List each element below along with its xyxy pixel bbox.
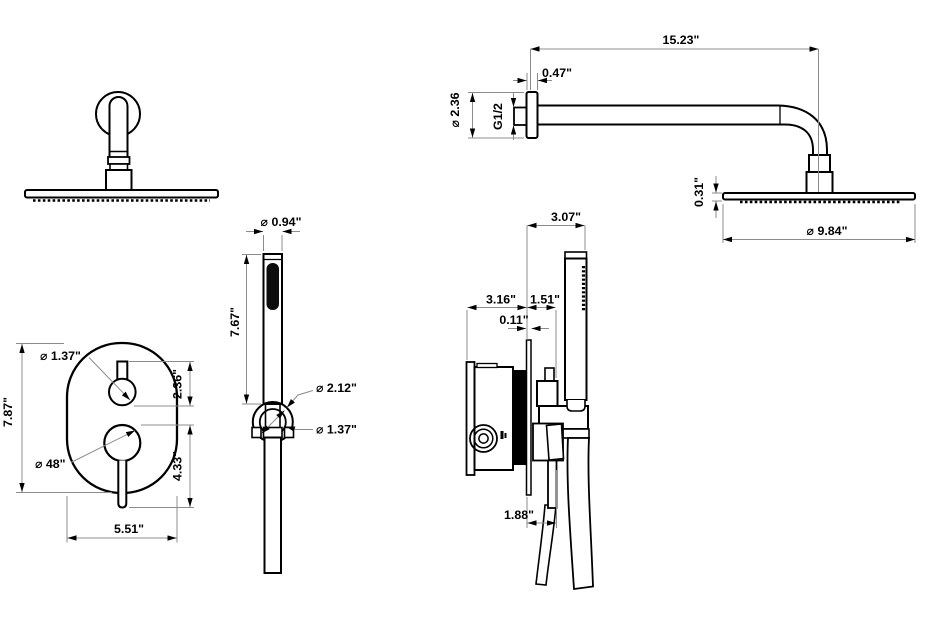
valve-port-mid (473, 428, 494, 449)
valve-body-tab (476, 362, 498, 369)
wand-spray-face (266, 263, 279, 310)
lever-shaft-side (547, 459, 558, 509)
valve-port-inner (478, 433, 489, 444)
valve-body (473, 366, 514, 471)
arm-nut (808, 154, 831, 173)
dim-flange-diameter: ⌀ 2.36 (448, 92, 462, 127)
mixer-lever (117, 460, 128, 509)
dim-plate-height: 7.87" (1, 397, 15, 427)
view-arm-side: 15.23" 0.47" ⌀ 2.36 G1/2 0.31" (448, 33, 916, 243)
view-valve-front: 7.87" ⌀ 1.37" 2.36" 4.33" ⌀ 48" 5.51" (1, 341, 194, 543)
arm-side-dimensions: 15.23" 0.47" ⌀ 2.36 G1/2 0.31" (448, 33, 916, 243)
head-hub (105, 169, 133, 191)
valve-front-dimensions: 7.87" ⌀ 1.37" 2.36" 4.33" ⌀ 48" 5.51" (1, 343, 194, 543)
hose-main (566, 437, 594, 591)
valve-side-dimensions: 3.07" 3.16" 1.51" 0.11" 1.88" (466, 210, 586, 528)
dim-thread-size: G1/2 (491, 103, 505, 130)
lever-top-side (545, 423, 565, 461)
holder-clamp-right (283, 426, 295, 439)
wand-handle (263, 436, 282, 574)
wand-bottom-side (566, 400, 586, 412)
dim-trim-depth: 1.51" (530, 293, 560, 307)
trim-plate-edge (525, 339, 532, 496)
arm-side-shapes (513, 91, 916, 204)
holder-clamp-left (251, 426, 262, 439)
shower-arm-tube (536, 104, 828, 157)
hose-nut (561, 428, 590, 439)
diverter-stub-side (544, 367, 555, 382)
handshower-shapes (251, 253, 295, 574)
wall-section-fill (513, 370, 527, 465)
dim-holder-inner-diameter: ⌀ 1.37" (316, 423, 357, 437)
dim-top-knob-diameter: ⌀ 1.37" (40, 349, 81, 363)
wall-nipple (513, 106, 528, 126)
arm-drop-tube (108, 96, 129, 157)
wall-flange-side (525, 91, 539, 139)
view-showerhead-front (24, 91, 219, 202)
dim-rough-in-depth: 3.16" (486, 293, 516, 307)
dim-wall-offset: 0.47" (542, 66, 572, 80)
dim-head-diameter: ⌀ 9.84" (807, 224, 848, 238)
diverter-stub (116, 360, 129, 379)
hose-secondary (535, 504, 557, 586)
dim-wand-length: 7.67" (228, 307, 242, 337)
dim-bottom-knob-span: 4.33" (171, 451, 185, 481)
view-handshower-front: ⌀ 0.94" 7.67" ⌀ 2.12" ⌀ 1.37" (228, 215, 357, 574)
dim-head-thickness: 0.31" (692, 177, 706, 207)
valve-port-outer (469, 424, 498, 453)
mounting-bracket (465, 361, 476, 476)
collar-upper (107, 156, 131, 165)
valve-marking (500, 431, 504, 439)
dim-holder-offset: 3.07" (551, 210, 581, 224)
dim-handle-length: 1.88" (504, 508, 534, 522)
dim-wand-diameter: ⌀ 0.94" (261, 215, 302, 229)
valve-marking-2 (504, 433, 507, 438)
ring-diameter-arrow (261, 410, 285, 434)
dim-top-knob-span: 2.36" (171, 369, 185, 399)
handshower-dimensions: ⌀ 0.94" 7.67" ⌀ 2.12" ⌀ 1.37" (228, 215, 357, 437)
dim-plate-width: 5.51" (114, 522, 144, 536)
head-plate-side (722, 192, 916, 201)
dim-holder-outer-diameter: ⌀ 2.12" (316, 381, 357, 395)
dim-plate-thickness: 0.11" (499, 313, 528, 327)
dim-arm-length: 15.23" (663, 33, 700, 47)
diverter-knob-side (536, 380, 559, 407)
dim-bottom-knob-diameter: ⌀ 48" (35, 457, 66, 471)
view-valve-side: 3.07" 3.16" 1.51" 0.11" 1.88" (465, 210, 594, 591)
head-hub-side (805, 171, 834, 194)
head-plate-front (24, 189, 219, 199)
